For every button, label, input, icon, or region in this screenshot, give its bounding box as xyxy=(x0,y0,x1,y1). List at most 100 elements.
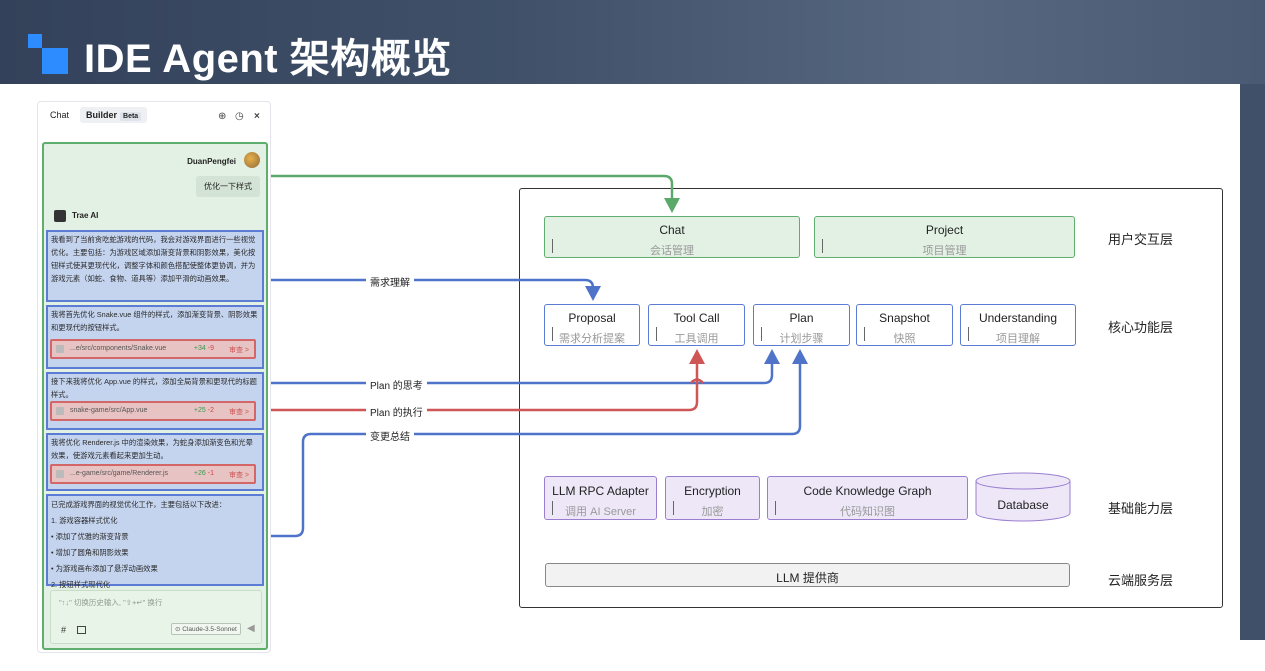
summary-item: • 增加了圆角和阴影效果 xyxy=(51,548,129,557)
user-name: DuanPengfei xyxy=(187,157,236,166)
ai-summary: 已完成游戏界面的视觉优化工作，主要包括以下改进： 1. 游戏容器样式优化 • 添… xyxy=(46,494,264,589)
file-name: snake-game/src/App.vue xyxy=(70,407,148,414)
encryption-module: Encryption 加密 xyxy=(665,476,760,520)
module-subtitle: 项目管理 xyxy=(922,245,967,257)
module-title: LLM RPC Adapter xyxy=(552,484,649,498)
module-title: Plan xyxy=(789,311,814,325)
label-change-summary: 变更总结 xyxy=(366,428,414,443)
input-placeholder: "↑↓" 切换历史输入, "⇧+↵" 换行 xyxy=(59,598,163,607)
tab-builder-label: Builder xyxy=(86,110,118,120)
module-subtitle: 计划步骤 xyxy=(779,333,824,345)
send-icon[interactable]: ◀ xyxy=(247,623,255,634)
module-title: Chat xyxy=(659,223,685,237)
avatar xyxy=(244,152,260,168)
divider xyxy=(968,327,969,341)
file-change-app[interactable]: snake-game/src/App.vue +25-2 审查 > xyxy=(50,401,256,421)
review-link[interactable]: 审查 > xyxy=(228,472,249,479)
user-message: 优化一下样式 xyxy=(196,176,260,197)
divider xyxy=(552,501,553,515)
module-title: Encryption xyxy=(684,484,741,498)
diff-stats: +25-2 xyxy=(194,407,214,414)
module-title: Understanding xyxy=(978,311,1058,325)
file-change-snake[interactable]: ...e/src/components/Snake.vue +34-9 审查 > xyxy=(50,339,256,359)
arrowhead-blue-requirements xyxy=(585,286,601,301)
arrowhead-green xyxy=(664,198,680,213)
module-title: Code Knowledge Graph xyxy=(803,484,932,498)
diff-stats: +26-1 xyxy=(194,470,214,477)
logo-icon xyxy=(28,34,68,74)
ai-message-1: 我看到了当前贪吃蛇游戏的代码，我会对游戏界面进行一些视觉优化。主要包括：为游戏区… xyxy=(46,230,264,302)
file-name: ...e/src/components/Snake.vue xyxy=(70,345,167,352)
module-subtitle: 项目理解 xyxy=(996,333,1040,345)
understanding-module: Understanding 项目理解 xyxy=(960,304,1076,346)
beta-badge: Beta xyxy=(120,112,142,121)
snapshot-module: Snapshot 快照 xyxy=(856,304,953,346)
module-subtitle: 调用 AI Server xyxy=(565,506,636,518)
divider xyxy=(673,501,674,515)
summary-item: 2. 按钮样式现代化 xyxy=(51,580,111,589)
layer-label-foundation: 基础能力层 xyxy=(1108,501,1174,516)
arrow-blue-requirements xyxy=(271,278,595,289)
divider xyxy=(775,501,776,515)
tab-chat[interactable]: Chat xyxy=(50,110,70,120)
ai-message-3-text: 接下来我将优化 App.vue 的样式，添加全局背景和更现代的标题样式。 xyxy=(51,377,257,399)
module-title: Project xyxy=(925,223,964,237)
review-link[interactable]: 审查 > xyxy=(228,347,249,354)
review-link[interactable]: 审查 > xyxy=(228,409,249,416)
arrow-red-plan-execution xyxy=(271,364,699,412)
module-title: LLM 提供商 xyxy=(776,571,839,585)
label-requirements: 需求理解 xyxy=(366,274,414,289)
share-icon[interactable]: ⊕ xyxy=(218,111,227,122)
architecture-frame xyxy=(519,188,1223,608)
arrow-blue-plan-thinking xyxy=(271,364,774,385)
diff-del: -1 xyxy=(207,470,214,477)
model-selector[interactable]: ⊙ Claude-3.5-Sonnet xyxy=(171,623,241,635)
divider xyxy=(656,327,657,341)
image-icon[interactable] xyxy=(77,626,86,634)
code-knowledge-graph-module: Code Knowledge Graph 代码知识图 xyxy=(767,476,968,520)
divider xyxy=(761,327,762,341)
module-title: Proposal xyxy=(568,311,616,325)
checkbox-icon[interactable] xyxy=(56,345,64,353)
llm-rpc-adapter-module: LLM RPC Adapter 调用 AI Server xyxy=(544,476,657,520)
conversation-area: DuanPengfei 优化一下样式 Trae AI 我看到了当前贪吃蛇游戏的代… xyxy=(42,142,268,650)
layer-label-interaction: 用户交互层 xyxy=(1108,232,1174,247)
label-plan-execution: Plan 的执行 xyxy=(366,404,427,419)
hash-icon[interactable]: # xyxy=(61,625,67,635)
database-module: Database xyxy=(975,472,1071,522)
ai-message-2-text: 我将首先优化 Snake.vue 组件的样式，添加渐变背景、阴影效果和更现代的按… xyxy=(51,310,258,332)
chat-module: Chat 会话管理 xyxy=(544,216,800,258)
module-subtitle: 工具调用 xyxy=(674,333,719,345)
tool-call-module: Tool Call 工具调用 xyxy=(648,304,745,346)
summary-item: • 添加了优雅的渐变背景 xyxy=(51,532,129,541)
label-plan-thinking: Plan 的思考 xyxy=(366,377,427,392)
ai-logo-icon xyxy=(54,210,66,222)
module-subtitle: 会话管理 xyxy=(650,245,694,257)
summary-item: 1. 游戏容器样式优化 xyxy=(51,516,118,525)
history-icon[interactable]: ◷ xyxy=(235,111,244,122)
diff-add: +26 xyxy=(193,470,206,477)
module-title: Tool Call xyxy=(673,311,720,325)
proposal-module: Proposal 需求分析提案 xyxy=(544,304,640,346)
llm-provider-module: LLM 提供商 xyxy=(545,563,1070,587)
file-change-renderer[interactable]: ...e-game/src/game/Renderer.js +26-1 审查 … xyxy=(50,464,256,484)
ai-message-4-text: 我将优化 Renderer.js 中的渲染效果，为蛇身添加渐变色和光晕效果，使游… xyxy=(51,438,253,460)
chat-input[interactable]: "↑↓" 切换历史输入, "⇧+↵" 换行 # ⊙ Claude-3.5-Son… xyxy=(50,590,262,644)
plan-module: Plan 计划步骤 xyxy=(753,304,850,346)
checkbox-icon[interactable] xyxy=(56,407,64,415)
divider xyxy=(822,239,823,253)
checkbox-icon[interactable] xyxy=(56,470,64,478)
right-edge-band xyxy=(1240,84,1265,640)
diff-add: +34 xyxy=(193,345,206,352)
diff-del: -2 xyxy=(207,407,214,414)
arrowhead-red-plan-execution xyxy=(689,349,705,364)
module-subtitle: 代码知识图 xyxy=(840,506,895,518)
module-subtitle: 需求分析提案 xyxy=(559,333,625,345)
database-label: Database xyxy=(997,498,1049,512)
summary-intro: 已完成游戏界面的视觉优化工作，主要包括以下改进： xyxy=(51,500,227,509)
close-icon[interactable]: × xyxy=(254,111,260,122)
